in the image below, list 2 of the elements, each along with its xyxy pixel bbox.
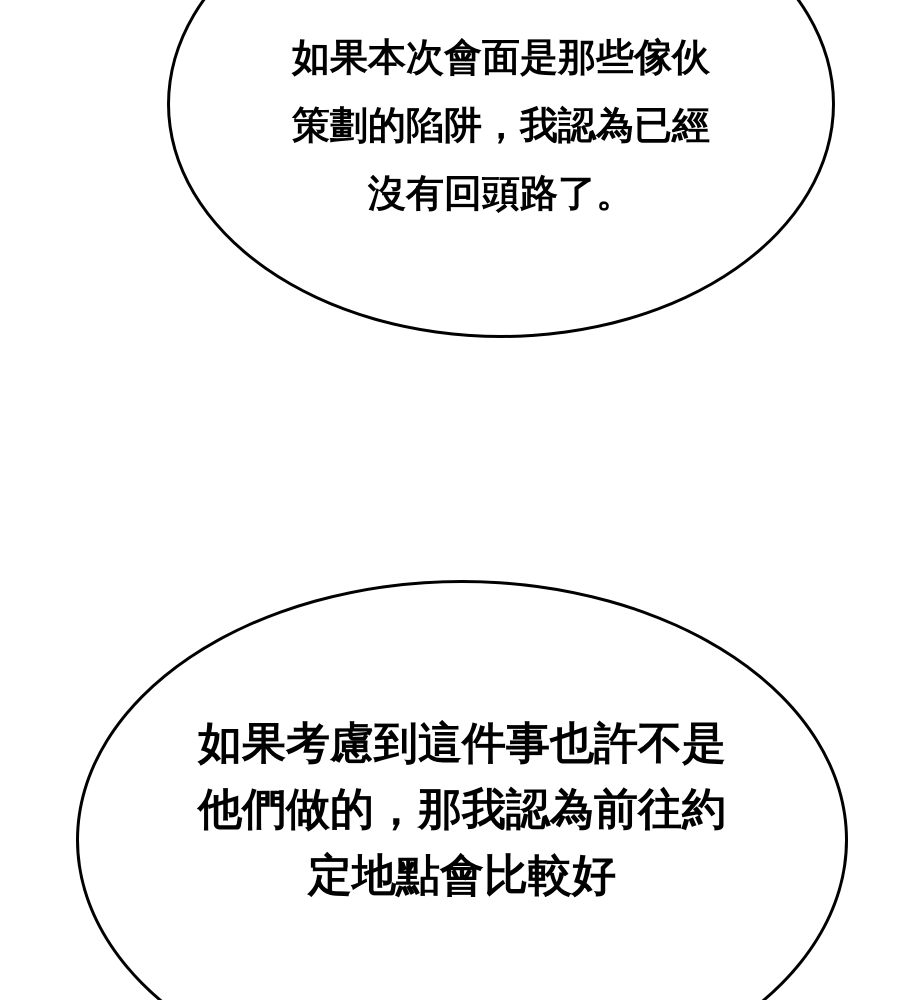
speech-text: 如果本次會面是那些傢伙策劃的陷阱，我認為已經沒有回頭路了。 [290,34,711,217]
speech-text: 如果考慮到這件事也許不是他們做的，那我認為前往約定地點會比較好 [196,717,727,903]
